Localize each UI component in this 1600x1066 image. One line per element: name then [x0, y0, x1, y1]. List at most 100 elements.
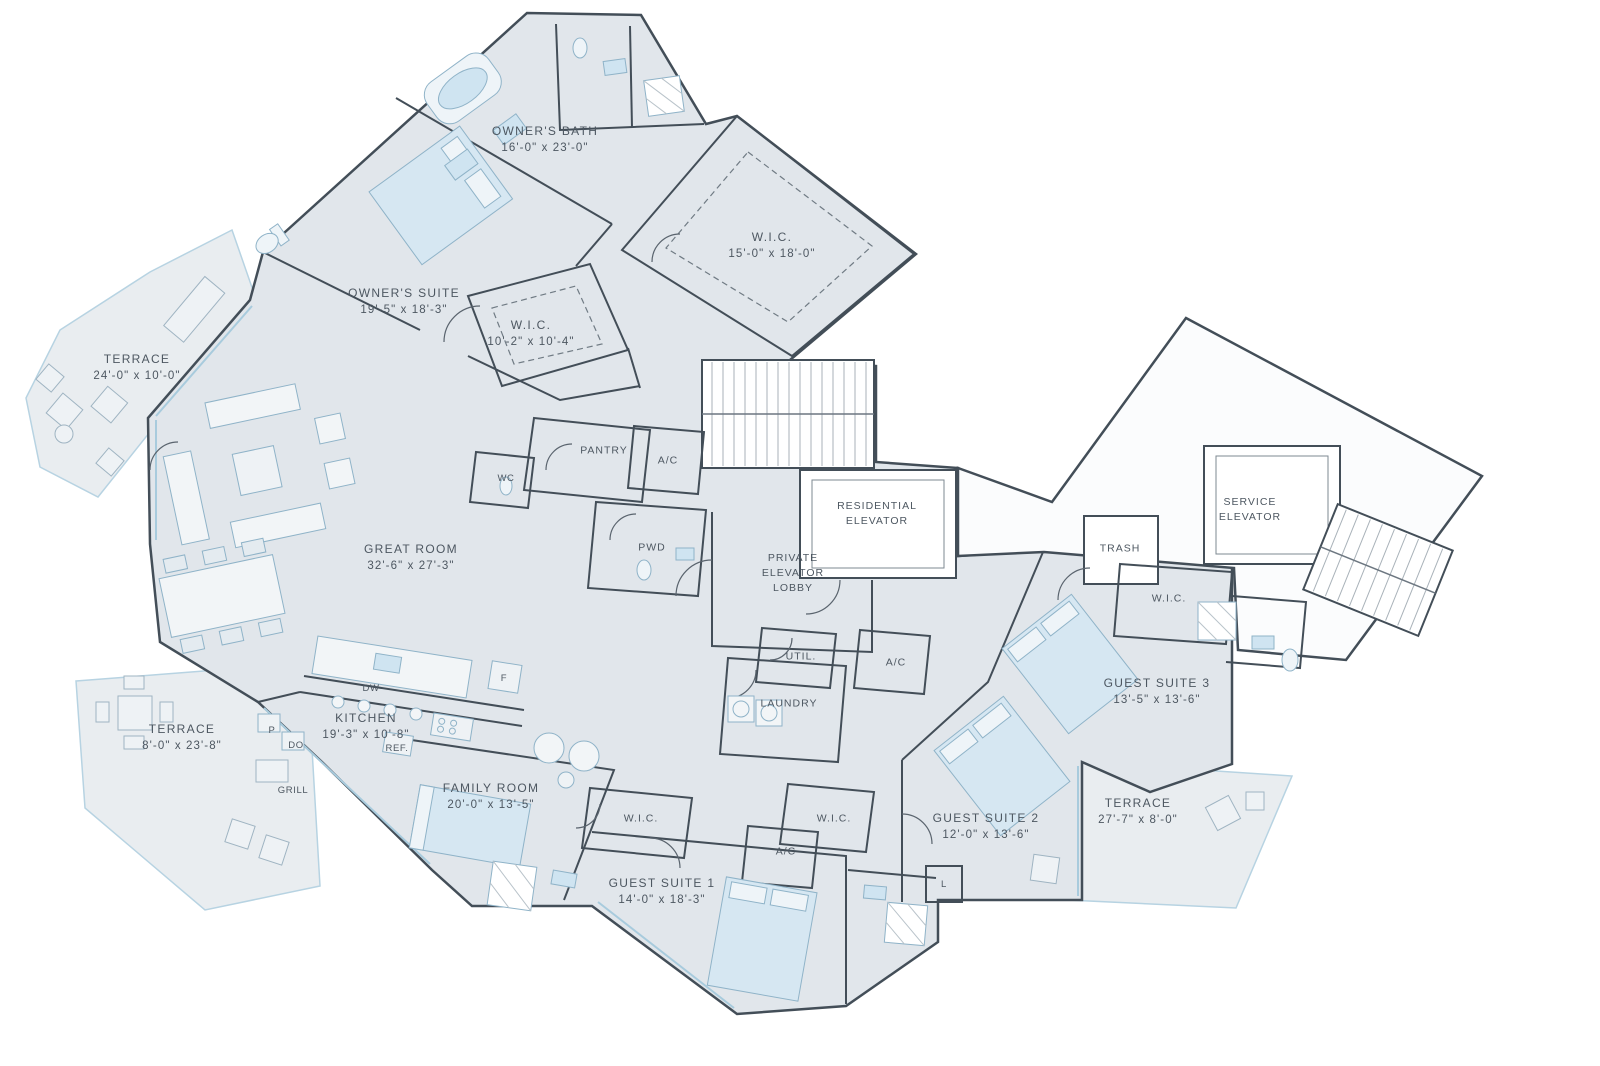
lounge-chair — [533, 732, 565, 764]
kitchen-island — [311, 635, 473, 699]
room-name: KITCHEN — [335, 710, 397, 725]
stool — [409, 707, 423, 721]
bath-toilet — [572, 37, 588, 59]
bath-toilet — [1281, 648, 1299, 672]
label-util: UTIL. — [785, 650, 817, 663]
owner-shower — [643, 75, 685, 117]
room-label-terrace-bottom-right: TERRACE 27'-7" x 8'-0" — [1098, 795, 1178, 829]
trash-room-shape — [1083, 515, 1159, 585]
room-dims: 12'-0" x 13'-6" — [942, 829, 1030, 842]
room-label-owners-bath: OWNER'S BATH 16'-0" x 23'-0" — [492, 123, 598, 157]
label-pantry: PANTRY — [580, 444, 628, 457]
bath-sink — [550, 869, 578, 889]
pwd-sink — [675, 547, 695, 561]
family-sofa — [408, 784, 532, 868]
label-wic-gs3: W.I.C. — [1151, 592, 1187, 605]
bath-sink — [862, 884, 888, 901]
room-name: TERRACE — [148, 721, 216, 736]
shower — [883, 901, 929, 947]
room-dims: 8'-0" x 23'-8" — [142, 740, 222, 753]
shower — [1197, 601, 1237, 641]
room-name: GUEST SUITE 1 — [608, 875, 716, 890]
label-p: P — [268, 725, 276, 737]
room-label-terrace-left: TERRACE 24'-0" x 10'-0" — [93, 351, 180, 385]
label-ac-2: A/C — [885, 656, 907, 669]
room-dims: 19'-5" x 18'-3" — [360, 304, 448, 317]
pwd-toilet — [636, 559, 652, 581]
room-dims: 19'-3" x 10'-8" — [322, 729, 410, 742]
label-ref: REF. — [385, 743, 409, 755]
furniture — [35, 37, 1299, 1002]
service-stairs — [1301, 502, 1455, 638]
bath-sink — [602, 57, 628, 77]
room-dims: 10'-2" x 10'-4" — [487, 336, 575, 349]
label-service-elevator: SERVICE ELEVATOR — [1218, 495, 1282, 523]
guest-bed-2 — [933, 695, 1071, 837]
label-laundry: LAUNDRY — [760, 697, 818, 710]
stool — [357, 699, 371, 713]
label-dw: DW — [362, 683, 380, 695]
room-dims: 32'-6" x 27'-3" — [367, 560, 455, 573]
label-do: DO — [288, 740, 304, 752]
ref-cabinet — [382, 731, 414, 757]
room-label-terrace-bottom-left: TERRACE 8'-0" x 23'-8" — [142, 721, 222, 755]
label-private-elevator-lobby: PRIVATE ELEVATOR LOBBY — [761, 552, 825, 595]
label-pwd: PWD — [638, 541, 666, 554]
stairs-core — [701, 359, 875, 469]
owner-vanity — [444, 113, 528, 181]
room-label-guest-suite-1: GUEST SUITE 1 14'-0" x 18'-3" — [609, 875, 716, 909]
room-label-guest-suite-2: GUEST SUITE 2 12'-0" x 13'-6" — [933, 810, 1040, 844]
room-dims: 14'-0" x 18'-3" — [618, 894, 706, 907]
room-name: W.I.C. — [751, 229, 793, 244]
pantry-cabinet — [257, 713, 281, 733]
room-label-great-room: GREAT ROOM 32'-6" x 27'-3" — [364, 541, 458, 575]
interior-walls — [257, 23, 1308, 1004]
guest-bed-3 — [1001, 593, 1139, 735]
label-trash: TRASH — [1099, 542, 1141, 555]
label-ac-3: A/C — [775, 845, 797, 858]
room-name: OWNER'S BATH — [491, 123, 599, 138]
room-label-kitchen: KITCHEN 19'-3" x 10'-8" — [322, 710, 409, 744]
room-name: GUEST SUITE 2 — [932, 810, 1040, 825]
double-oven — [281, 731, 305, 751]
room-dims: 15'-0" x 18'-0" — [728, 248, 816, 261]
side-table — [557, 771, 575, 789]
fridge — [487, 660, 523, 694]
room-dims: 13'-5" x 13'-6" — [1113, 694, 1201, 707]
label-residential-elevator: RESIDENTIAL ELEVATOR — [837, 499, 917, 527]
label-wc: WC — [497, 473, 515, 485]
room-name: TERRACE — [103, 351, 171, 366]
label-l: L — [941, 879, 947, 891]
label-grill: GRILL — [277, 785, 309, 797]
dining-table — [158, 537, 286, 654]
owner-toilet — [255, 223, 290, 255]
residential-elevator-shape — [799, 469, 957, 579]
label-ac-1: A/C — [657, 454, 679, 467]
wc-toilet — [499, 476, 513, 496]
room-name: GUEST SUITE 3 — [1103, 675, 1211, 690]
terrace-furniture — [35, 275, 1265, 885]
room-dims: 16'-0" x 23'-0" — [501, 142, 589, 155]
room-name: OWNER'S SUITE — [348, 285, 460, 300]
room-label-guest-suite-3: GUEST SUITE 3 13'-5" x 13'-6" — [1104, 675, 1211, 709]
room-label-family-room: FAMILY ROOM 20'-0" x 13'-5" — [443, 780, 540, 814]
cooktop — [429, 712, 475, 742]
room-name: FAMILY ROOM — [442, 780, 540, 795]
room-name: TERRACE — [1104, 795, 1172, 810]
label-f: F — [500, 673, 508, 685]
room-dims: 20'-0" x 13'-5" — [447, 799, 535, 812]
door-arcs — [149, 233, 1091, 869]
room-dims: 24'-0" x 10'-0" — [93, 370, 181, 383]
stool — [383, 703, 397, 717]
label-wic-gs2: W.I.C. — [816, 812, 852, 825]
laundry-machines — [727, 695, 783, 727]
great-room-seating — [162, 383, 356, 549]
guest-bed-1 — [706, 876, 818, 1002]
closet-shelving-dashes — [491, 151, 873, 365]
bath-sink — [1251, 635, 1275, 650]
label-wic-gs1: W.I.C. — [623, 812, 659, 825]
room-label-wic-owner-2: W.I.C. 10'-2" x 10'-4" — [487, 317, 574, 351]
lounge-chair — [568, 740, 600, 772]
